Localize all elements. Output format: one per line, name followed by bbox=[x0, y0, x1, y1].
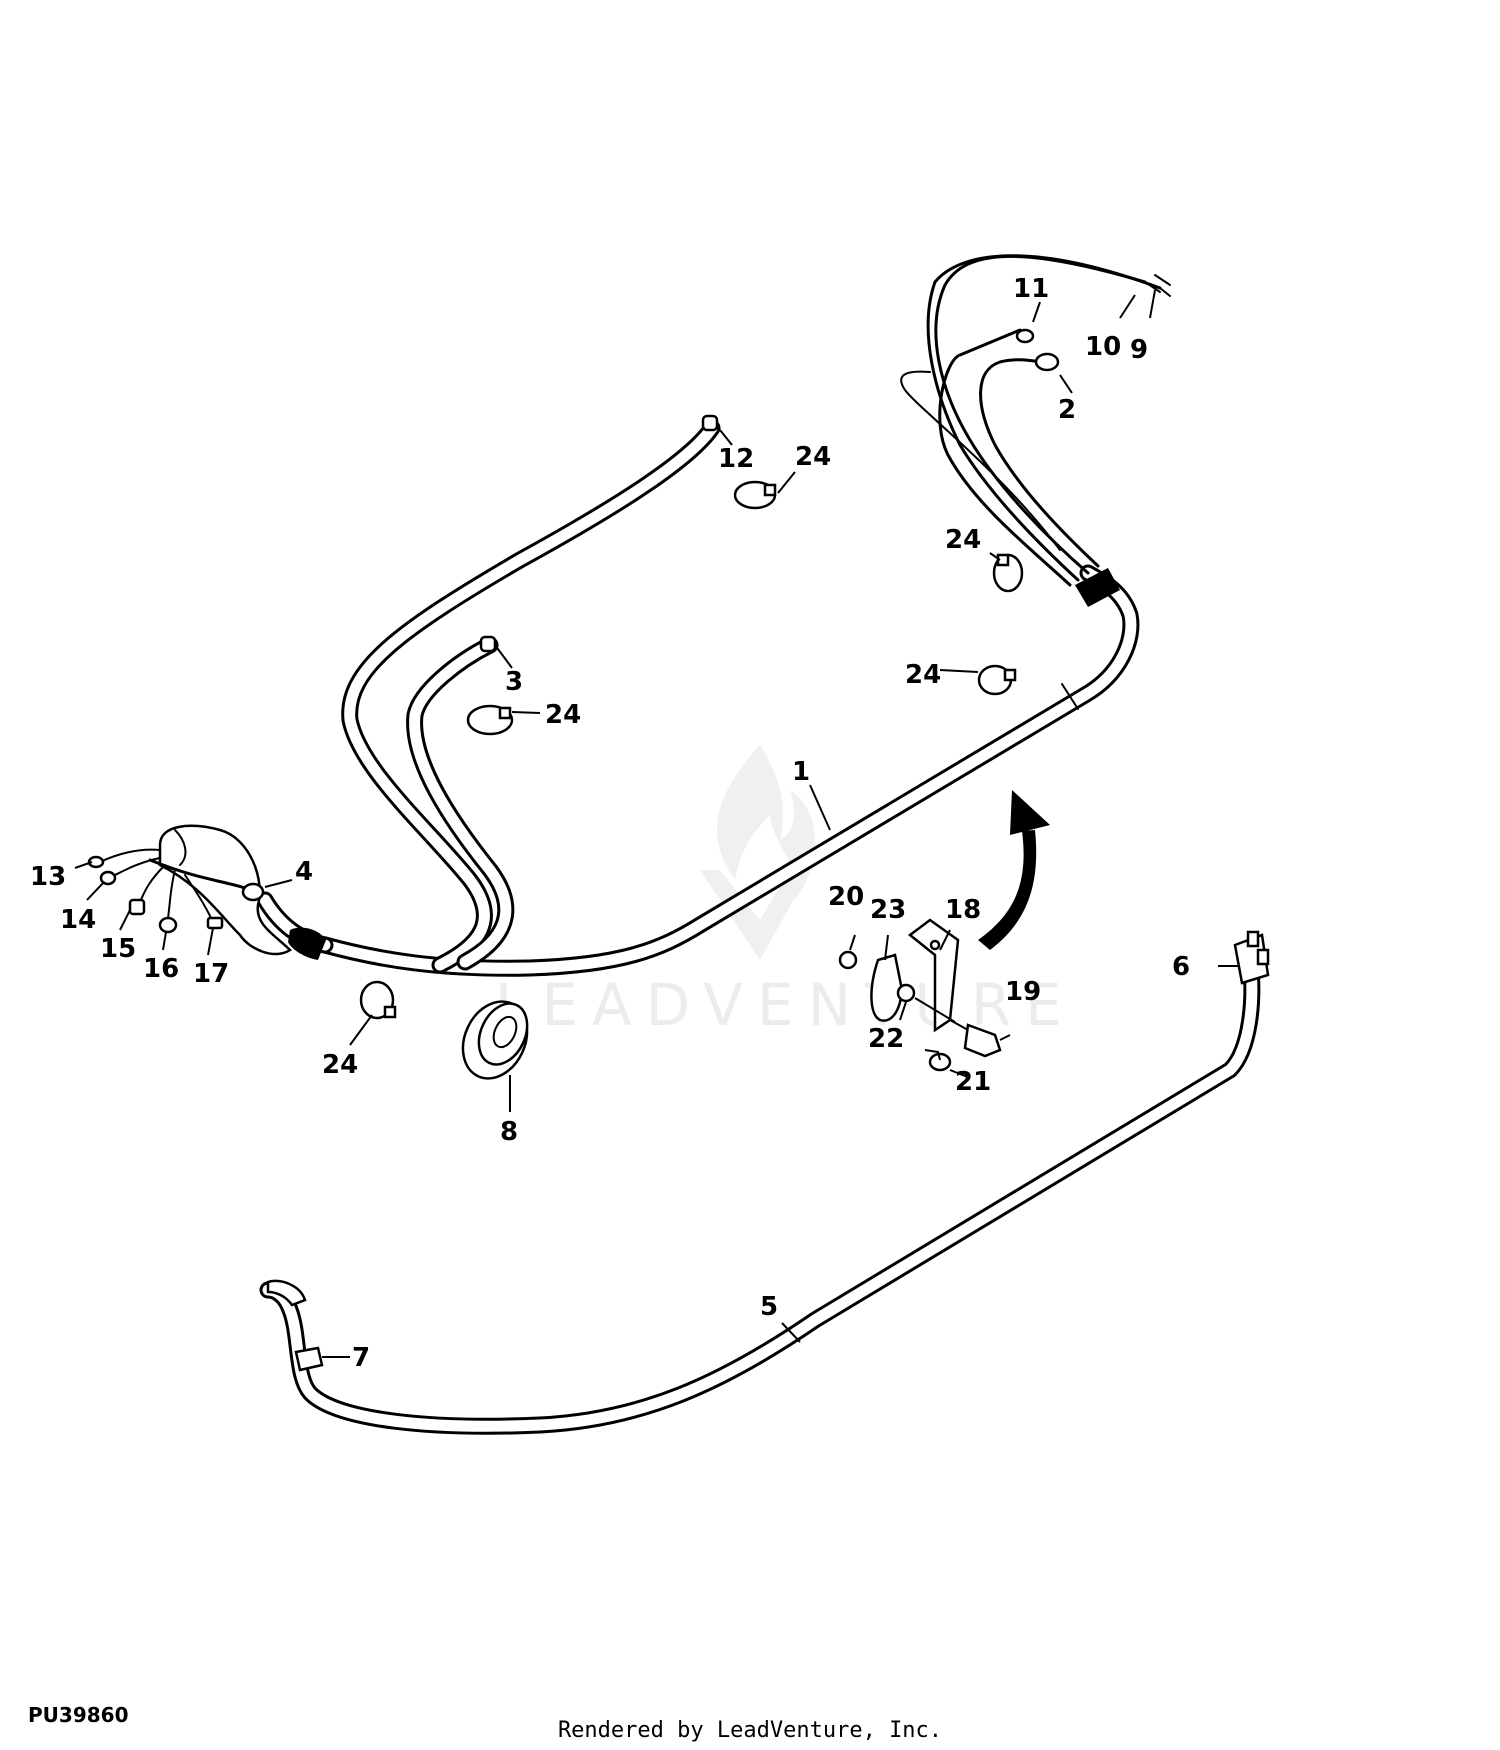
terminal-16 bbox=[158, 916, 178, 934]
bolt-19 bbox=[963, 1023, 1002, 1058]
callout-8: 8 bbox=[500, 1117, 518, 1147]
diagram-id: PU39860 bbox=[28, 1703, 129, 1727]
bracket-assembly bbox=[838, 790, 1050, 1072]
callout-24: 24 bbox=[545, 700, 581, 730]
callout-4: 4 bbox=[295, 857, 313, 887]
callout-10: 10 bbox=[1085, 332, 1121, 362]
callout-12: 12 bbox=[718, 444, 754, 474]
connector-6-pin bbox=[1256, 948, 1270, 966]
footer-credit: Rendered by LeadVenture, Inc. bbox=[557, 1718, 943, 1743]
callout-2: 2 bbox=[1058, 395, 1076, 425]
callout-3: 3 bbox=[505, 667, 523, 697]
terminal-3 bbox=[479, 635, 497, 653]
callout-9: 9 bbox=[1130, 335, 1148, 365]
terminal-12 bbox=[701, 414, 719, 432]
callout-24: 24 bbox=[945, 525, 981, 555]
watermark: LEADVENTURE bbox=[495, 745, 1076, 1039]
terminal-4 bbox=[241, 882, 265, 902]
callout-21: 21 bbox=[955, 1067, 991, 1097]
watermark-text: LEADVENTURE bbox=[495, 971, 1076, 1039]
clip-21 bbox=[928, 1052, 952, 1072]
callout-24: 24 bbox=[905, 660, 941, 690]
terminal-17 bbox=[206, 916, 224, 930]
callout-17: 17 bbox=[193, 959, 229, 989]
harness-5 bbox=[259, 930, 1270, 1435]
cable-ties bbox=[359, 480, 1024, 1020]
callout-labels: 1 2 3 4 5 6 7 8 9 10 11 12 13 14 15 16 1… bbox=[30, 274, 1190, 1373]
ring-terminal-2 bbox=[1034, 352, 1060, 372]
main-harness bbox=[87, 254, 1171, 977]
callout-6: 6 bbox=[1172, 952, 1190, 982]
clamp-23 bbox=[870, 953, 903, 1022]
nut-22 bbox=[896, 983, 916, 1003]
callout-5: 5 bbox=[760, 1292, 778, 1322]
callout-23: 23 bbox=[870, 895, 906, 925]
connector-7 bbox=[294, 1346, 324, 1372]
callout-24: 24 bbox=[322, 1050, 358, 1080]
nut-20 bbox=[838, 950, 858, 970]
callout-24: 24 bbox=[795, 442, 831, 472]
leader-lines bbox=[74, 289, 1240, 1358]
callout-1: 1 bbox=[792, 757, 810, 787]
callout-14: 14 bbox=[60, 905, 96, 935]
callout-18: 18 bbox=[945, 895, 981, 925]
callout-19: 19 bbox=[1005, 977, 1041, 1007]
callout-7: 7 bbox=[352, 1343, 370, 1373]
harness-5-end bbox=[266, 1279, 307, 1307]
terminal-14 bbox=[99, 870, 117, 886]
callout-15: 15 bbox=[100, 934, 136, 964]
harness-boot bbox=[158, 824, 292, 956]
terminal-15 bbox=[128, 898, 146, 916]
connector-6-pin bbox=[1246, 930, 1260, 948]
callout-22: 22 bbox=[868, 1024, 904, 1054]
grommet-8 bbox=[461, 1000, 529, 1080]
ring-terminal-11 bbox=[1015, 328, 1035, 344]
callout-16: 16 bbox=[143, 954, 179, 984]
callout-20: 20 bbox=[828, 882, 864, 912]
callout-13: 13 bbox=[30, 862, 66, 892]
callout-11: 11 bbox=[1013, 274, 1049, 304]
watermark-chevron-icon bbox=[700, 870, 810, 960]
direction-arrow bbox=[978, 830, 1037, 950]
